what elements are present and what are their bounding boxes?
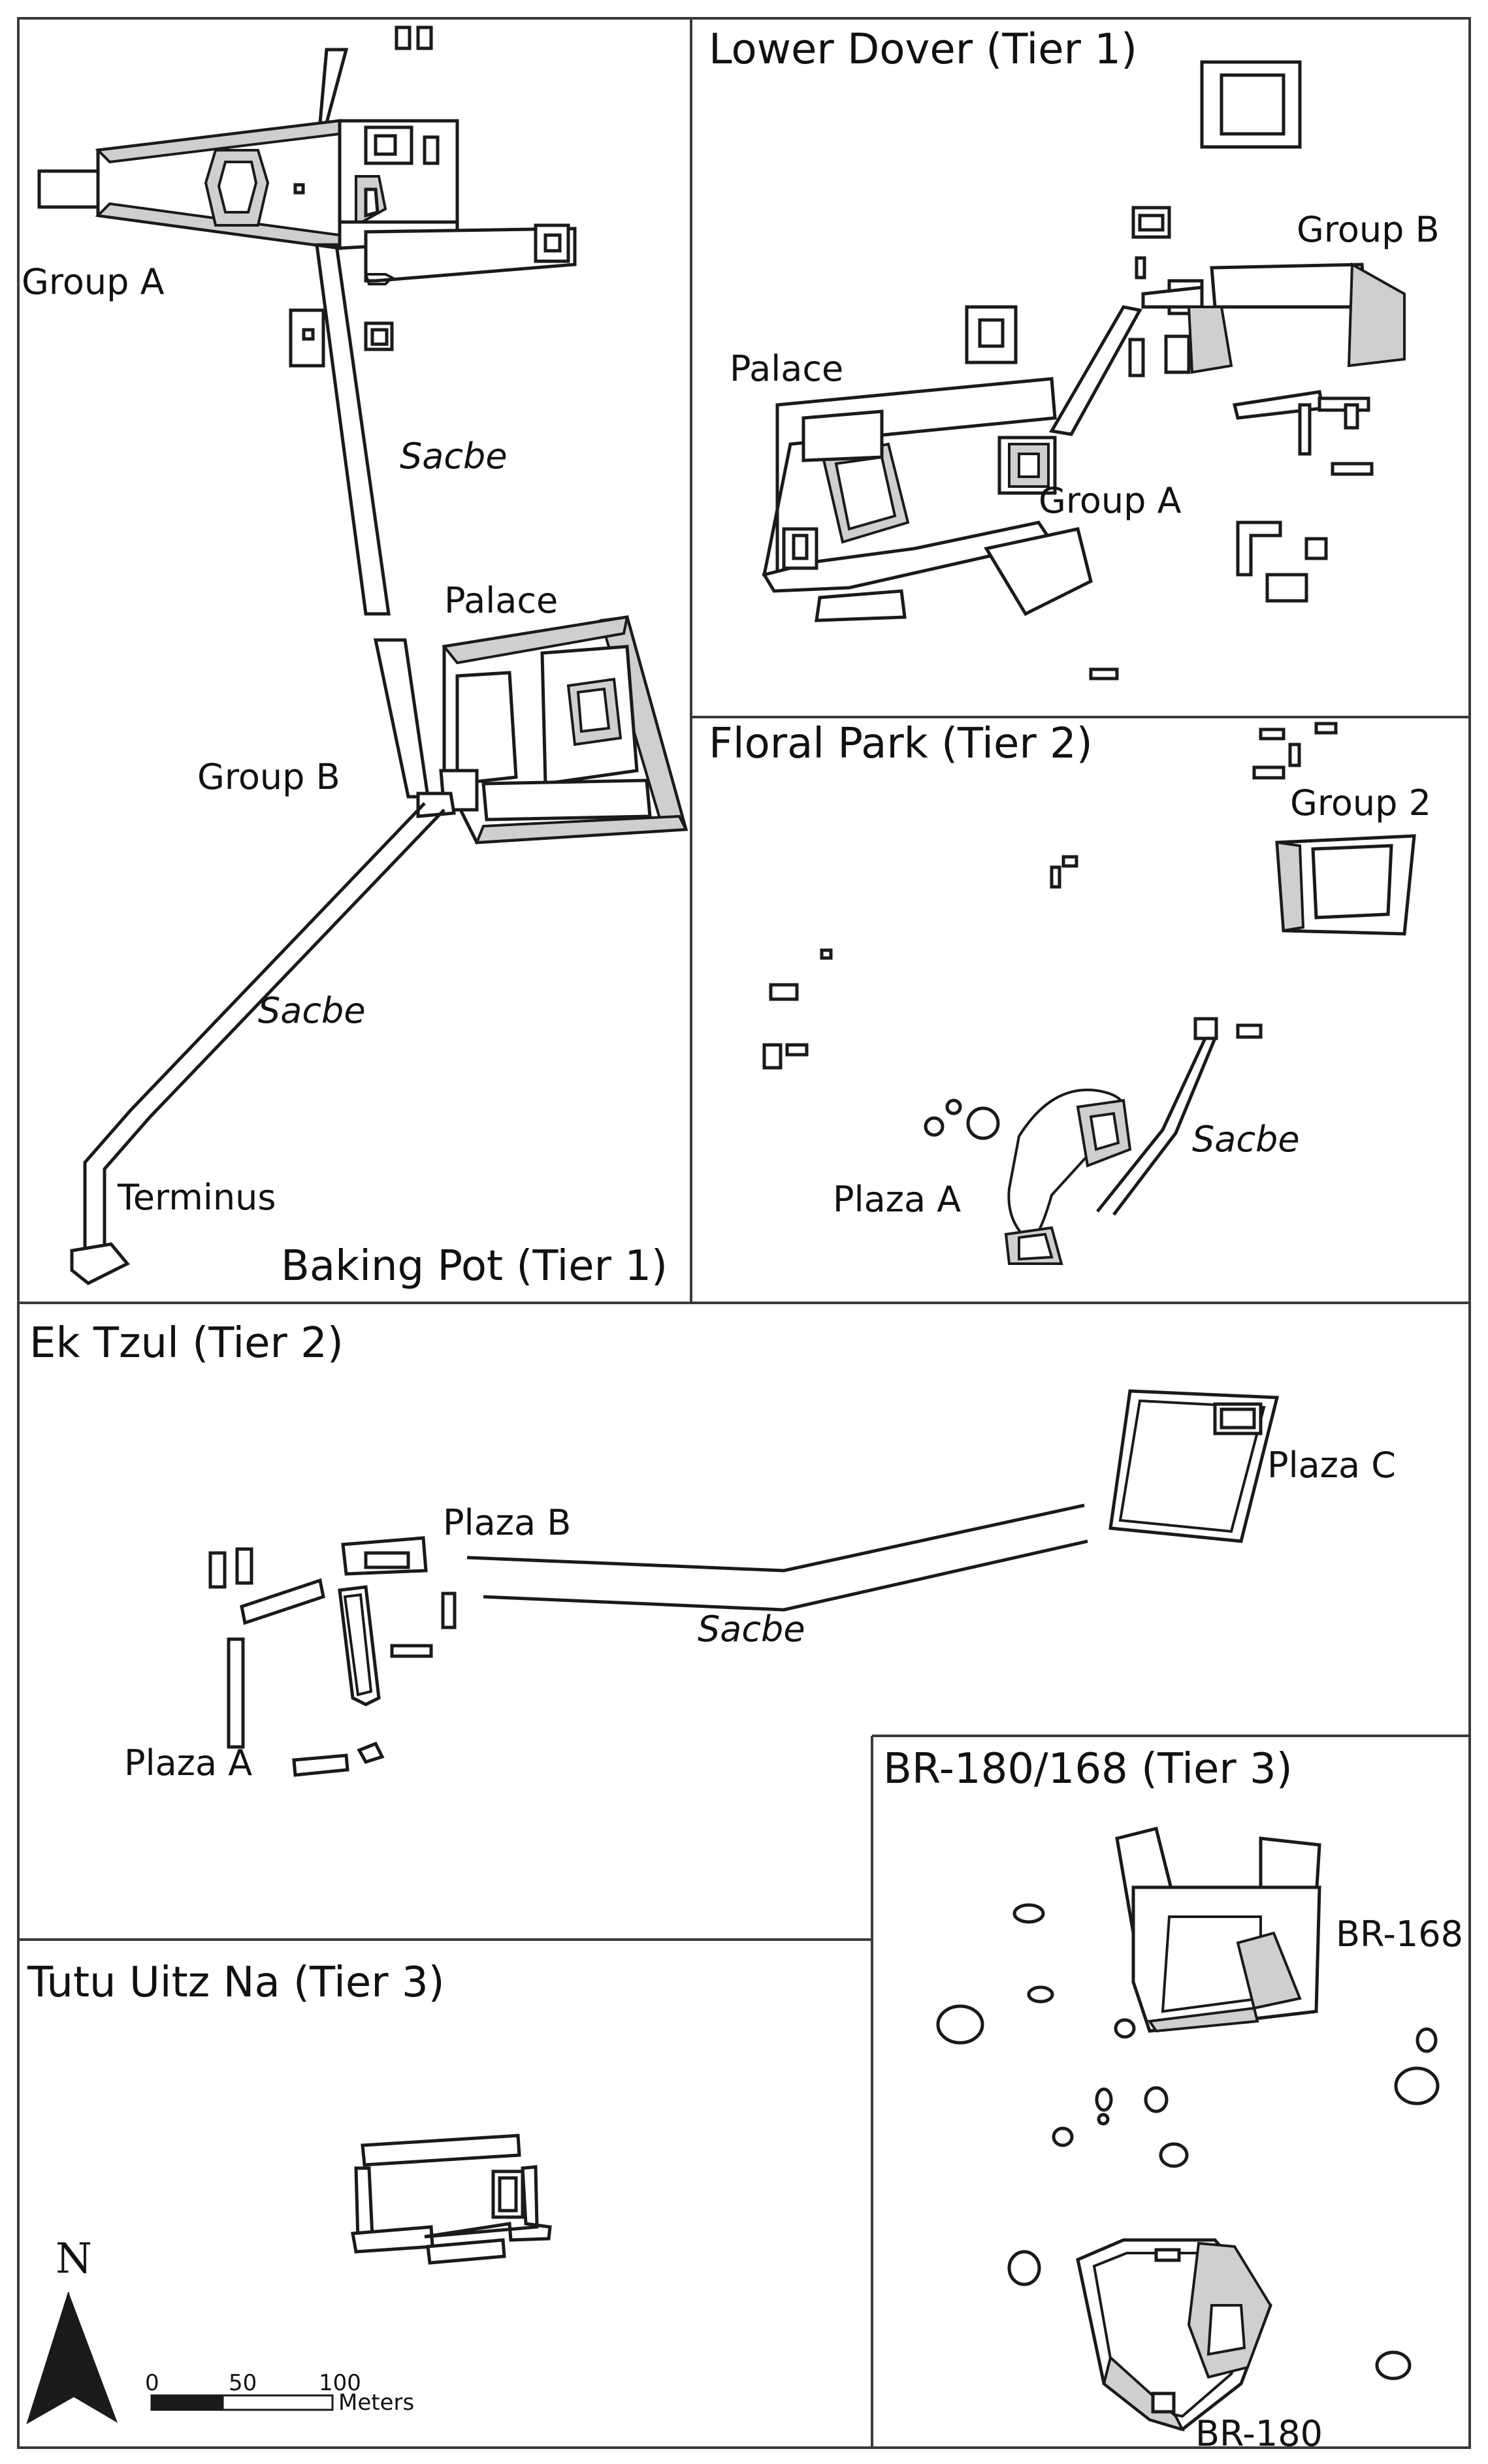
br-180-168-title: BR-180/168 (Tier 3)	[883, 1745, 1293, 1793]
scale-tick-0: 0	[145, 2370, 159, 2396]
group-a-complex	[37, 48, 459, 250]
lower-dover-group-a-label: Group A	[1039, 480, 1182, 521]
baking-pot-panel	[37, 25, 688, 1285]
ek-tzul-plaza-a-label: Plaza A	[124, 1742, 252, 1784]
baking-pot-palace	[439, 615, 688, 844]
tutu-uitz-na-panel	[351, 2134, 552, 2265]
panel-frames	[17, 17, 1471, 2449]
br-180-168-panel	[936, 1826, 1440, 2432]
lower-dover-title: Lower Dover (Tier 1)	[709, 25, 1137, 74]
baking-pot-group-b-label: Group B	[197, 756, 340, 797]
floral-park-sacbe-label: Sacbe	[1192, 1119, 1300, 1160]
lower-dover-panel	[762, 60, 1406, 680]
floral-park-plaza-a-label: Plaza A	[833, 1179, 961, 1220]
baking-pot-sacbe-2-label: Sacbe	[258, 990, 366, 1031]
ek-tzul-plaza-b-label: Plaza B	[443, 1502, 571, 1543]
baking-pot-terminus-label: Terminus	[117, 1177, 276, 1218]
tutu-uitz-na-title: Tutu Uitz Na (Tier 3)	[27, 1959, 445, 2007]
ek-tzul-title: Ek Tzul (Tier 2)	[29, 1319, 344, 1368]
floral-park-panel	[762, 722, 1416, 1265]
baking-pot-palace-label: Palace	[444, 580, 558, 621]
north-label: N	[56, 2235, 92, 2283]
ek-tzul-plaza-c-label: Plaza C	[1267, 1445, 1396, 1486]
br-168-structure	[1115, 1826, 1321, 2033]
ek-tzul-sacbe-label: Sacbe	[698, 1608, 805, 1650]
lower-dover-palace-label: Palace	[730, 348, 843, 389]
scale-bar	[150, 2394, 334, 2411]
scale-tick-100: 100	[319, 2370, 361, 2396]
structure	[395, 25, 412, 50]
north-arrow-icon	[26, 2292, 118, 2425]
baking-pot-group-a-label: Group A	[22, 261, 165, 302]
floral-park-title: Floral Park (Tier 2)	[709, 720, 1093, 768]
scale-tick-50: 50	[229, 2370, 257, 2396]
baking-pot-sacbe-1-label: Sacbe	[400, 436, 508, 477]
lower-dover-palace	[762, 377, 1057, 593]
br-180-structure	[1076, 2238, 1272, 2432]
baking-pot-title: Baking Pot (Tier 1)	[281, 1242, 668, 1290]
br-180-label: BR-180	[1195, 2413, 1323, 2454]
br-168-label: BR-168	[1336, 1913, 1463, 1955]
ek-tzul-panel	[208, 1389, 1280, 1777]
scale-unit: Meters	[338, 2390, 414, 2416]
floral-park-group-2-label: Group 2	[1290, 782, 1431, 824]
lower-dover-group-b-label: Group B	[1297, 209, 1440, 250]
structure	[416, 25, 433, 50]
ruins-mounds	[936, 1903, 1440, 2380]
